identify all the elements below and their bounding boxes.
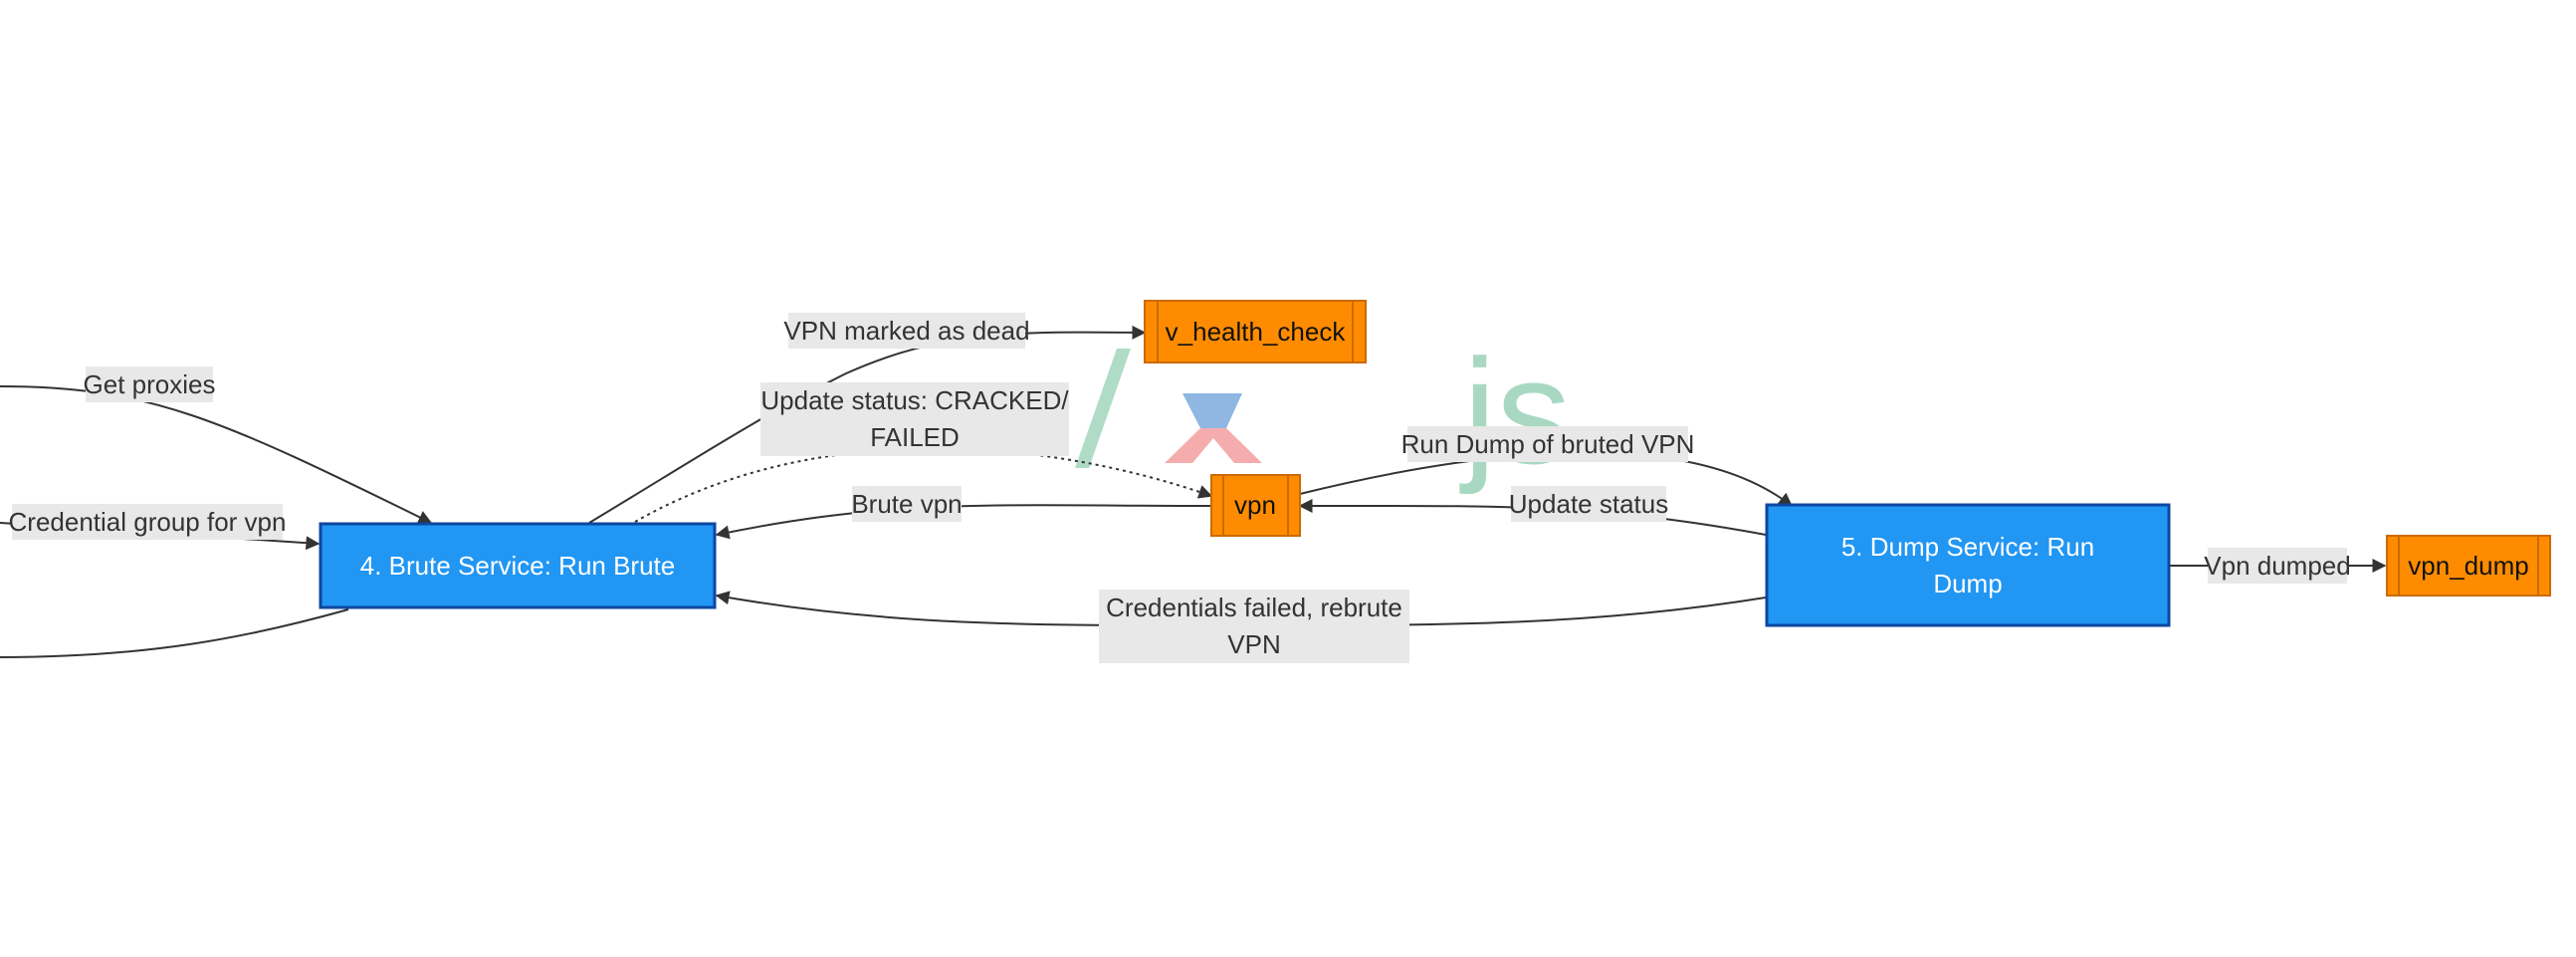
svg-text:v_health_check: v_health_check [1166,317,1347,347]
edge-update-status-cracked [634,447,1213,523]
svg-text:Update status: Update status [1509,489,1668,519]
svg-text:Dump: Dump [1933,569,2002,598]
svg-text:VPN: VPN [1227,629,1280,659]
svg-text:Vpn dumped: Vpn dumped [2204,551,2350,581]
edge-label-vpn-marked-dead: VPN marked as dead [783,313,1030,349]
svg-text:VPN marked as dead: VPN marked as dead [783,316,1029,346]
watermark-slash-b [1075,349,1131,468]
edge-brute-vpn [715,504,1212,540]
watermark-x-blue [1182,393,1242,428]
watermark: js [995,328,1571,495]
edge-label-vpn-dumped: Vpn dumped [2204,548,2351,584]
node-dump-service[interactable]: 5. Dump Service: Run Dump [1765,503,2171,627]
svg-text:5. Dump Service: Run: 5. Dump Service: Run [1841,532,2094,562]
watermark-text: js [1459,328,1571,495]
svg-text:vpn: vpn [1234,490,1276,520]
edge-label-update-status: Update status [1509,486,1668,522]
svg-text:Update status: CRACKED/: Update status: CRACKED/ [760,385,1069,415]
edge-get-proxies [0,385,433,524]
watermark-x-red [1165,428,1262,463]
svg-text:Credential group for vpn: Credential group for vpn [9,507,287,537]
edge-label-run-dump: Run Dump of bruted VPN [1401,426,1695,462]
edge-label-brute-vpn: Brute vpn [851,486,963,522]
svg-text:Run Dump of bruted VPN: Run Dump of bruted VPN [1401,429,1695,459]
node-vpn[interactable]: vpn [1210,474,1301,537]
node-v-health-check[interactable]: v_health_check [1144,300,1367,363]
edge-brute-left-bottom [0,608,349,658]
edge-label-credential-group: Credential group for vpn [9,504,287,540]
svg-text:4. Brute Service: Run Brute: 4. Brute Service: Run Brute [360,551,675,581]
node-brute-service[interactable]: 4. Brute Service: Run Brute [319,522,717,609]
edge-label-credentials-failed: Credentials failed, rebrute VPN [1099,590,1409,663]
svg-text:Brute vpn: Brute vpn [851,489,962,519]
edge-vpn-marked-dead [588,325,1147,524]
svg-text:Credentials failed, rebrute: Credentials failed, rebrute [1106,593,1402,622]
svg-text:FAILED: FAILED [870,422,960,452]
svg-text:vpn_dump: vpn_dump [2408,551,2528,581]
edge-label-update-status-cracked: Update status: CRACKED/ FAILED [760,382,1069,456]
svg-text:Get proxies: Get proxies [84,369,216,399]
node-vpn-dump[interactable]: vpn_dump [2386,535,2551,597]
edge-label-get-proxies: Get proxies [84,366,216,402]
